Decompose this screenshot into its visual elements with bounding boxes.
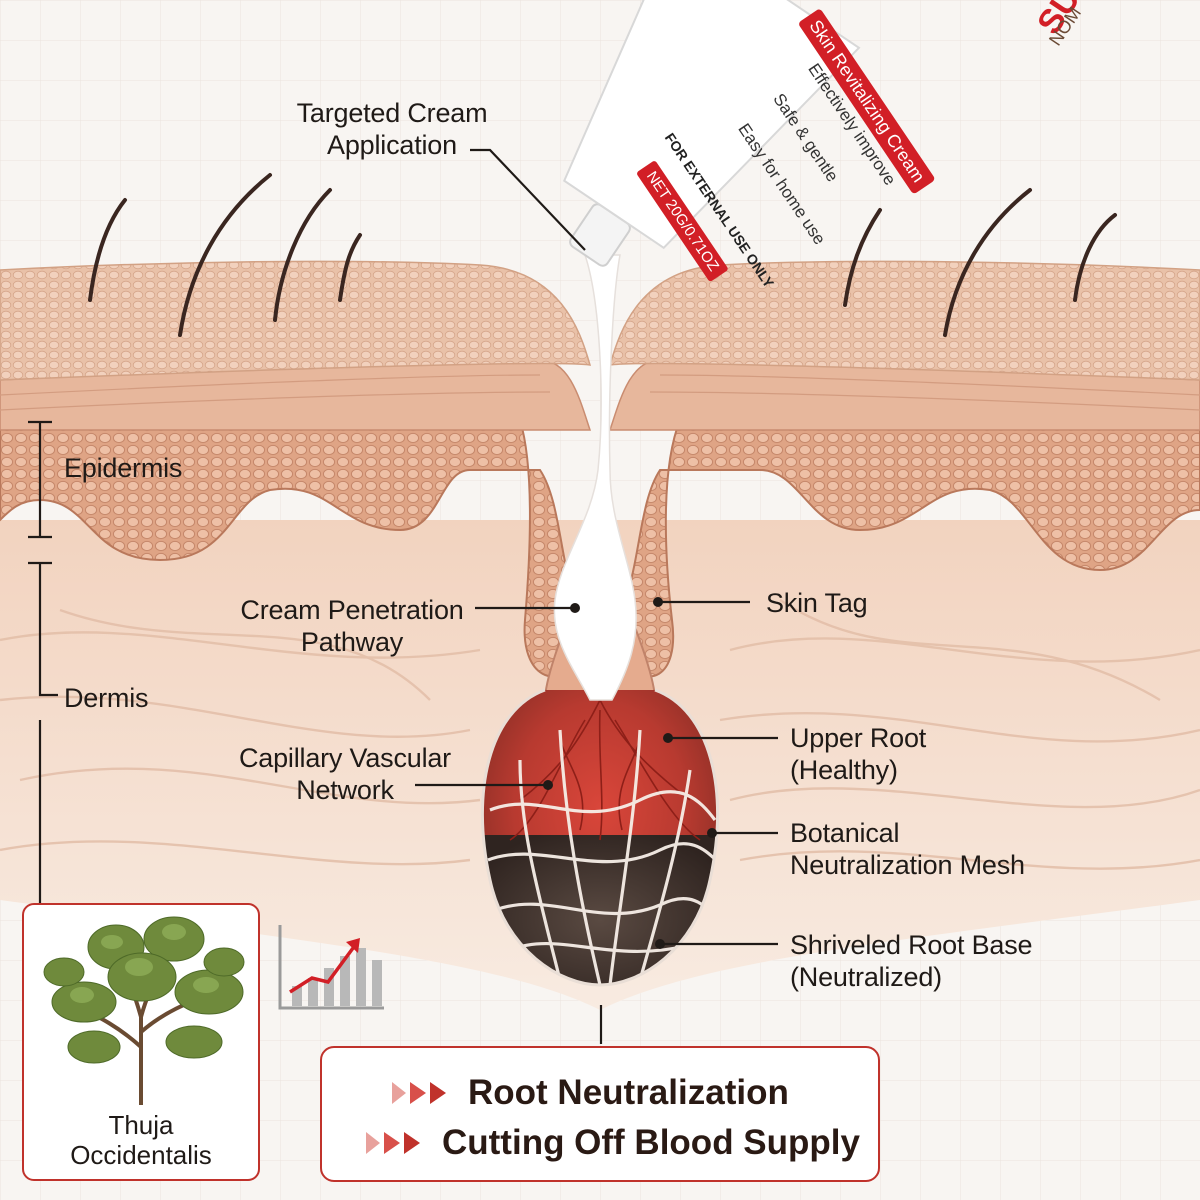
tube-body [562,0,861,250]
label-mesh: Botanical Neutralization Mesh [790,818,1025,880]
dermis-fibers [0,599,1200,870]
plant-card: Thuja Occidentalis [22,903,260,1181]
epidermis-left [0,419,576,678]
summary-text-2: Cutting Off Blood Supply [442,1123,860,1162]
label-epidermis: Epidermis [64,453,183,483]
growth-chart-icon [278,925,384,1010]
summary-text-1: Root Neutralization [468,1073,789,1112]
cream-stream [553,254,637,701]
epidermis-right [624,419,1200,678]
label-root-base: Shriveled Root Base (Neutralized) [790,930,1033,992]
hairs [88,173,1117,337]
label-capillary: Capillary Vascular Network [239,743,451,805]
cream-tube [562,0,861,267]
summary-line-1: Root Neutralization [388,1070,789,1116]
label-targeted-cream: Targeted Cream Application [296,98,488,160]
botanical-mesh [487,729,718,985]
thuja-plant-icon [43,916,245,1105]
label-upper-root: Upper Root (Healthy) [790,723,927,785]
label-cream-pathway: Cream Penetration Pathway [240,595,464,657]
label-skin-tag: Skin Tag [766,588,868,618]
root-outline [480,688,720,987]
stratum-lines [0,374,1200,411]
skin-surface-left [0,260,592,381]
double-chevron-icon [392,1082,446,1104]
bracket-epidermis [28,420,52,539]
bracket-dermis [28,561,58,697]
leader-targeted-cream [470,148,586,251]
plant-name: Thuja Occidentalis [70,1110,212,1170]
summary-card: Root Neutralization Cutting Off Blood Su… [320,1046,880,1182]
double-chevron-icon [366,1132,420,1154]
label-dermis: Dermis [64,683,149,713]
summary-line-2: Cutting Off Blood Supply [362,1120,860,1166]
